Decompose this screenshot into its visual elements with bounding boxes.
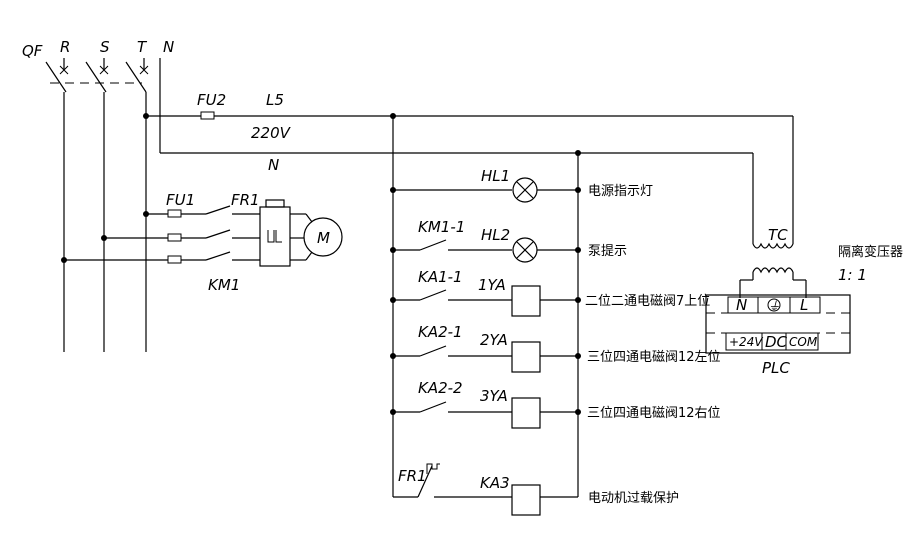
rung-1ya: KA1-1 1YA 二位二通电磁阀7上位	[390, 268, 710, 317]
plc-terminal-com: COM	[789, 335, 818, 349]
ka2-1-label: KA2-1	[418, 323, 463, 341]
rung-3ya: KA2-2 3YA 三位四通电磁阀12右位	[390, 379, 721, 429]
ka2-2-label: KA2-2	[418, 379, 463, 397]
transformer-tc: TC 隔离变压器 1: 1	[739, 116, 903, 298]
3ya-label: 3YA	[480, 387, 508, 405]
3ya-description: 三位四通电磁阀12右位	[587, 406, 721, 421]
supply-n-label: N	[268, 156, 279, 174]
hl2-label: HL2	[481, 226, 510, 244]
coil-3ya	[511, 397, 541, 429]
transformer-ratio: 1: 1	[838, 266, 867, 284]
ka3-label: KA3	[480, 474, 510, 492]
km1-label: KM1	[208, 276, 240, 294]
overload-relay	[259, 206, 291, 267]
fr1-overload-label: FR1	[231, 191, 260, 209]
rung-hl2: KM1-1 HL2 泵提示	[390, 218, 627, 263]
phase-s-label: S	[100, 38, 110, 56]
plc-terminal-dc: DC	[765, 333, 788, 351]
plc-terminal-24v: +24V	[729, 335, 763, 349]
l5-label: L5	[266, 91, 284, 109]
fu1-label: FU1	[166, 191, 195, 209]
ka1-1-label: KA1-1	[418, 268, 463, 286]
motor-symbol	[303, 217, 343, 257]
motor-circuit: FU1 FR1 KM1 M	[61, 191, 343, 294]
ka3-description: 电动机过载保护	[588, 491, 679, 506]
plc-block: N ⏚ L +24V DC COM PLC	[705, 294, 851, 377]
tc-label: TC	[768, 226, 788, 244]
rung-ka3: FR1 KA3 电动机过载保护	[393, 463, 679, 516]
qf-label: QF	[22, 42, 43, 60]
coil-2ya	[511, 341, 541, 373]
hl1-label: HL1	[481, 167, 510, 185]
plc-terminal-l: L	[800, 296, 808, 314]
fr1-contact-label: FR1	[398, 467, 427, 485]
1ya-description: 二位二通电磁阀7上位	[585, 294, 710, 309]
1ya-label: 1YA	[478, 276, 506, 294]
plc-terminal-n: N	[736, 296, 747, 314]
coil-1ya	[511, 285, 541, 317]
2ya-label: 2YA	[480, 331, 508, 349]
coil-ka3	[511, 484, 541, 516]
hl2-description: 泵提示	[588, 243, 627, 259]
breaker-qf: QF R S T N	[22, 38, 174, 352]
hl1-description: 电源指示灯	[588, 184, 653, 199]
voltage-label: 220V	[251, 124, 292, 142]
neutral-n-label: N	[163, 38, 174, 56]
2ya-description: 三位四通电磁阀12左位	[587, 350, 721, 365]
motor-label: M	[317, 229, 330, 247]
fu2-label: FU2	[197, 91, 226, 109]
plc-terminal-ground: ⏚	[768, 299, 780, 313]
rung-hl1: HL1 电源指示灯	[390, 167, 653, 203]
phase-r-label: R	[60, 38, 70, 56]
rung-2ya: KA2-1 2YA 三位四通电磁阀12左位	[390, 323, 721, 373]
phase-t-label: T	[137, 38, 148, 56]
km1-1-label: KM1-1	[418, 218, 465, 236]
fu2-fuse	[200, 111, 215, 120]
plc-label: PLC	[762, 359, 790, 377]
supply-lines: FU2 L5 220V N	[143, 91, 793, 497]
transformer-description: 隔离变压器	[838, 244, 903, 260]
fu1-fuse	[167, 209, 182, 218]
